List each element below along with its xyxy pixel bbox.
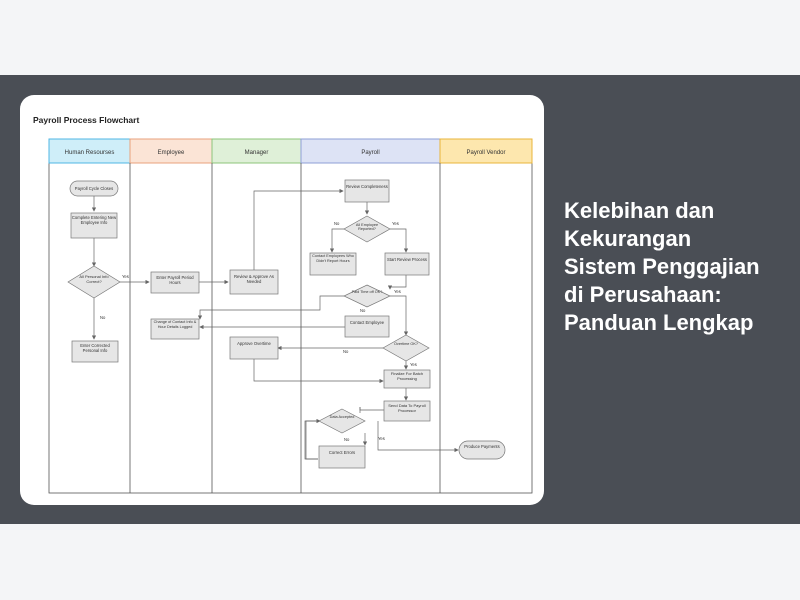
lane-header-payroll: Payroll	[300, 138, 441, 164]
svg-text:Payroll Cycle Closes: Payroll Cycle Closes	[75, 186, 113, 191]
edge-label-yes: Yes	[410, 362, 417, 367]
lane-header-human-resources: Human Resourses	[48, 138, 131, 164]
edge-label-yes: Yes	[378, 436, 385, 441]
node-complete-entering: Complete Entering New Employee Info	[70, 212, 118, 239]
lane-frame	[48, 138, 533, 494]
edge-label-yes: Yes	[394, 289, 401, 294]
node-correct-errors: Correct Errors	[318, 445, 366, 469]
node-paid-time-off: Paid Time off OK?	[343, 284, 391, 308]
svg-text:Human Resourses: Human Resourses	[65, 150, 115, 156]
lane-header-payroll-vendor: Payroll Vendor	[439, 138, 533, 164]
flow-connectors	[91, 188, 459, 460]
node-enter-corrected: Enter Corrected Personal Info	[71, 340, 119, 363]
node-data-accepted: Data Accepted	[318, 408, 366, 434]
lane-header-manager: Manager	[211, 138, 302, 164]
node-payroll-cycle-closes: Payroll Cycle Closes	[69, 180, 119, 197]
node-produce-payments: Produce Payments	[458, 440, 506, 460]
flowchart-title: Payroll Process Flowchart	[33, 115, 139, 125]
node-change-contact: Change of Contact Info & Hour Details Lo…	[150, 318, 200, 340]
edge-label-no: No	[360, 308, 366, 313]
svg-text:Payroll: Payroll	[361, 150, 379, 156]
node-contact-employee: Contact Employee	[344, 315, 390, 338]
node-send-data: Send Data To Payroll Processor	[383, 400, 431, 422]
svg-text:Employee: Employee	[158, 150, 185, 156]
lane-separators	[129, 163, 441, 493]
node-start-review: Start Review Process	[384, 252, 430, 276]
edge-label-no: No	[334, 221, 340, 226]
edge-label-no: No	[100, 315, 106, 320]
node-finalize-batch: Finalize For Batch Processing	[383, 369, 431, 389]
edge-label-no: No	[343, 349, 349, 354]
edge-label-yes: Yes	[122, 274, 129, 279]
svg-text:Payroll Vendor: Payroll Vendor	[466, 150, 505, 156]
edge-label-yes: Yes	[392, 221, 399, 226]
node-personal-info-correct: All Personal Info Correct?	[67, 265, 121, 299]
node-approve-overtime: Approve Overtime	[229, 336, 279, 360]
node-overtime-ok: Overtime OK?	[382, 334, 430, 362]
node-review-completeness: Review Completeness	[344, 179, 390, 203]
node-contact-employees: Contact Employees Who Didn't Report Hour…	[309, 252, 357, 276]
edge-label-no: No	[344, 437, 350, 442]
article-headline: Kelebihan dan Kekurangan Sistem Penggaji…	[564, 198, 760, 335]
node-review-approve: Review & Approve As Needed	[229, 269, 279, 295]
node-enter-payroll-period: Enter Payroll Period Hours	[150, 271, 200, 294]
lane-header-employee: Employee	[129, 138, 213, 164]
svg-text:Manager: Manager	[245, 150, 269, 156]
flowchart-image-card[interactable]: Payroll Process Flowchart Human Resourse…	[20, 95, 544, 505]
payroll-flowchart: Payroll Process Flowchart Human Resourse…	[33, 115, 533, 494]
node-all-employees-reported: All Employee Reported?	[343, 215, 391, 243]
